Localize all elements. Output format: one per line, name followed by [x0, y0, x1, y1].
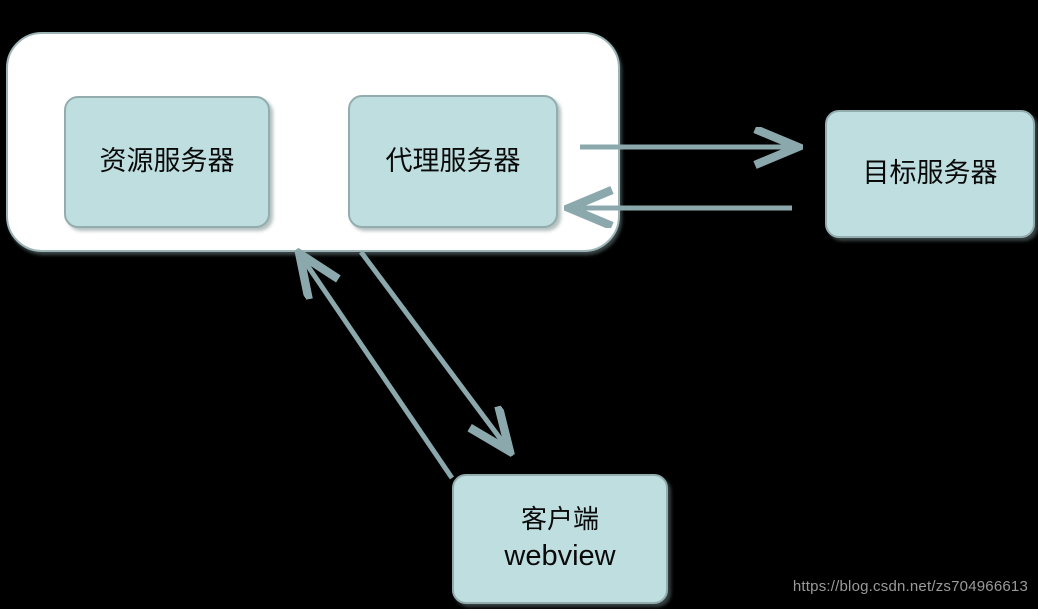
- node-proxy-server[interactable]: 代理服务器: [348, 95, 558, 228]
- node-client-webview-label-cn: 客户端: [520, 504, 599, 534]
- arrow-container-to-client: [358, 250, 508, 449]
- node-client-webview-label-en: webview: [504, 540, 616, 573]
- watermark-text: https://blog.csdn.net/zs704966613: [792, 578, 1028, 595]
- node-client-webview[interactable]: 客户端 webview: [452, 474, 668, 604]
- node-target-server[interactable]: 目标服务器: [825, 110, 1035, 238]
- arrow-client-to-container: [301, 256, 455, 480]
- node-resource-server-label: 资源服务器: [99, 146, 235, 177]
- node-proxy-server-label: 代理服务器: [385, 145, 521, 176]
- node-resource-server[interactable]: 资源服务器: [64, 96, 270, 228]
- node-target-server-label: 目标服务器: [862, 158, 998, 189]
